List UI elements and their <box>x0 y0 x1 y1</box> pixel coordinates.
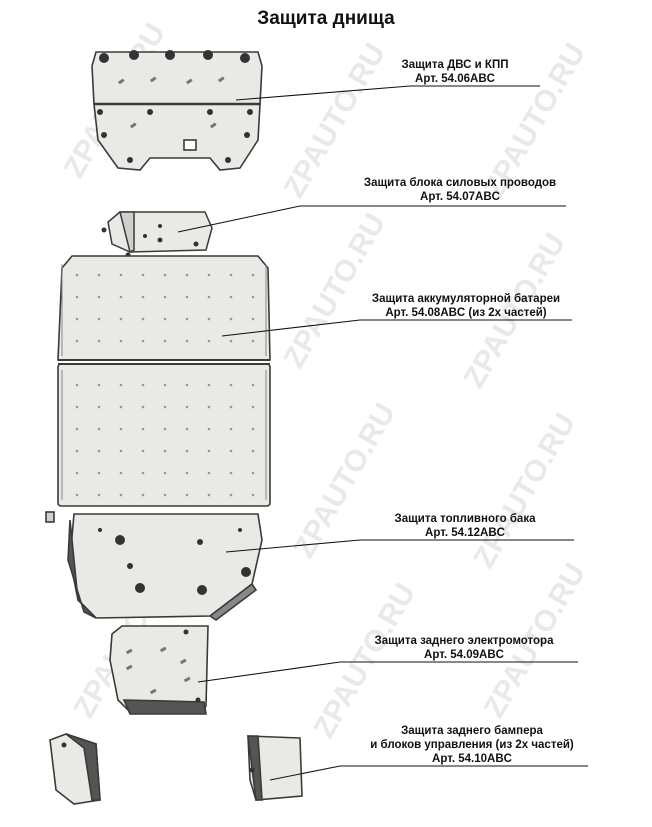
label-cable-block-guard: Защита блока силовых проводов Арт. 54.07… <box>340 176 580 204</box>
cable-block-guard-part <box>101 211 213 258</box>
part-name: Защита топливного бака <box>394 513 536 525</box>
part-article: Арт. 54.10ABC <box>432 753 512 765</box>
part-name: Защита ДВС и КПП <box>401 59 509 71</box>
part-article: Арт. 54.06ABC <box>415 73 495 85</box>
part-article: Арт. 54.12ABC <box>425 527 505 539</box>
part-name: Защита заднего электромотора <box>374 635 554 647</box>
part-name-line1: Защита заднего бампера <box>401 725 543 737</box>
watermark-text: ZPAUTO.RU <box>467 408 582 574</box>
label-rear-motor-guard: Защита заднего электромотора Арт. 54.09A… <box>344 634 584 662</box>
part-article: Арт. 54.07ABC <box>420 191 500 203</box>
part-name: Защита блока силовых проводов <box>363 177 557 189</box>
rear-motor-guard-part <box>109 625 209 715</box>
battery-guard-part <box>57 255 271 507</box>
rear-bumper-guard-part <box>49 733 303 805</box>
part-article: Арт. 54.08ABC (из 2х частей) <box>385 307 547 319</box>
part-article: Арт. 54.09ABC <box>424 649 504 661</box>
part-name-line2: и блоков управления (из 2х частей) <box>370 739 574 751</box>
part-name: Защита аккумуляторной батареи <box>371 293 561 305</box>
engine-guard-part <box>91 50 263 171</box>
label-battery-guard: Защита аккумуляторной батареи Арт. 54.08… <box>346 292 586 320</box>
page-title: Защита днища <box>257 8 395 29</box>
fuel-tank-guard-part <box>45 511 263 621</box>
leader-lines <box>177 85 588 781</box>
label-rear-bumper-guard: Защита заднего бампера и блоков управлен… <box>344 724 600 766</box>
label-fuel-tank-guard: Защита топливного бака Арт. 54.12ABC <box>370 512 560 540</box>
watermark-text: ZPAUTO.RU <box>277 208 392 374</box>
label-engine-guard: Защита ДВС и КПП Арт. 54.06ABC <box>380 58 530 86</box>
